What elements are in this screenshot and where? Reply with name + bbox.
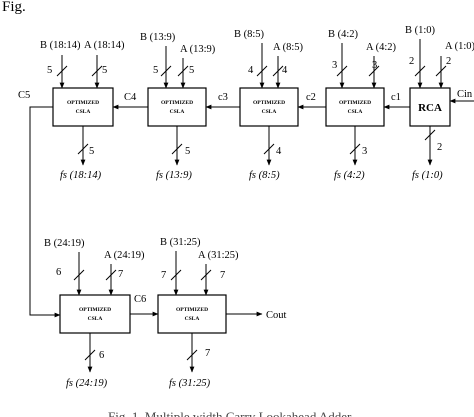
- cla-block-8-5: OPTIMIZED CSLA: [239, 87, 299, 127]
- carry-out-label: Cout: [266, 310, 287, 321]
- bus-width-b-24-19: 6: [56, 267, 61, 278]
- bus-width-out-13-9: 5: [185, 146, 190, 157]
- bus-width-a-1-0: 2: [446, 56, 451, 67]
- cla-block-24-19: OPTIMIZED CSLA: [59, 294, 131, 334]
- svg-text:CSLA: CSLA: [185, 316, 200, 322]
- input-label-b-24-19: B (24:19): [44, 238, 85, 249]
- bus-width-b-4-2: 3: [332, 60, 337, 71]
- cla-block-18-14: OPTIMIZED CSLA: [52, 87, 114, 127]
- bus-width-a-18-14: 5: [102, 65, 107, 76]
- input-label-a-13-9: A (13:9): [180, 44, 216, 55]
- bus-width-out-31-25: 7: [205, 348, 210, 359]
- input-label-b-13-9: B (13:9): [140, 32, 176, 43]
- svg-text:OPTIMIZED: OPTIMIZED: [176, 307, 208, 313]
- figure-caption: Fig. 1. Multiple width Carry Lookahead A…: [108, 409, 352, 417]
- output-label-1-0: fs (1:0): [412, 170, 443, 181]
- output-label-31-25: fs (31:25): [169, 378, 211, 389]
- svg-text:CSLA: CSLA: [262, 109, 277, 115]
- bus-width-a-24-19: 7: [118, 269, 123, 280]
- bus-width-a-4-2: 3: [372, 60, 377, 71]
- cla-block-4-2: OPTIMIZED CSLA: [325, 87, 385, 127]
- svg-text:CSLA: CSLA: [76, 109, 91, 115]
- svg-text:RCA: RCA: [418, 102, 442, 114]
- svg-text:OPTIMIZED: OPTIMIZED: [67, 100, 99, 106]
- bus-width-out-4-2: 3: [362, 146, 367, 157]
- bus-width-b-1-0: 2: [409, 56, 414, 67]
- svg-text:OPTIMIZED: OPTIMIZED: [253, 100, 285, 106]
- input-label-a-4-2: A (4:2): [366, 42, 397, 53]
- bus-width-out-18-14: 5: [89, 146, 94, 157]
- carry-c5-label: C5: [18, 90, 30, 101]
- input-label-a-18-14: A (18:14): [84, 40, 125, 51]
- svg-text:CSLA: CSLA: [170, 109, 185, 115]
- carry-in-label: Cin: [457, 89, 473, 100]
- cla-block-31-25: OPTIMIZED CSLA: [157, 294, 227, 334]
- output-label-24-19: fs (24:19): [66, 378, 108, 389]
- carry-c2-label: c2: [306, 92, 316, 103]
- carry-c4-label: C4: [124, 92, 137, 103]
- carry-c1-label: c1: [391, 92, 401, 103]
- page-top-text: Fig.: [2, 0, 26, 15]
- bus-width-b-18-14: 5: [47, 65, 52, 76]
- input-label-b-4-2: B (4:2): [328, 29, 359, 40]
- bus-width-a-31-25: 7: [220, 270, 225, 281]
- input-label-b-8-5: B (8:5): [234, 29, 265, 40]
- output-label-13-9: fs (13:9): [156, 170, 192, 181]
- svg-text:CSLA: CSLA: [348, 109, 363, 115]
- bus-width-b-13-9: 5: [153, 65, 158, 76]
- svg-text:OPTIMIZED: OPTIMIZED: [161, 100, 193, 106]
- input-label-b-31-25: B (31:25): [160, 237, 201, 248]
- rca-block: RCA: [409, 87, 451, 127]
- carry-c6-label: C6: [134, 294, 146, 305]
- svg-text:CSLA: CSLA: [88, 316, 103, 322]
- bus-width-a-8-5: 4: [282, 65, 288, 76]
- svg-text:OPTIMIZED: OPTIMIZED: [339, 100, 371, 106]
- input-label-a-8-5: A (8:5): [273, 42, 304, 53]
- bus-width-out-8-5: 4: [276, 146, 282, 157]
- input-label-a-24-19: A (24:19): [104, 250, 145, 261]
- bus-width-b-31-25: 7: [161, 270, 166, 281]
- bus-width-b-8-5: 4: [248, 65, 254, 76]
- bus-width-out-1-0: 2: [437, 142, 442, 153]
- svg-text:OPTIMIZED: OPTIMIZED: [79, 307, 111, 313]
- input-label-b-1-0: B (1:0): [405, 25, 436, 36]
- carry-c3-label: c3: [218, 92, 228, 103]
- bus-width-a-13-9: 5: [189, 65, 194, 76]
- input-label-a-31-25: A (31:25): [198, 250, 239, 261]
- output-label-4-2: fs (4:2): [334, 170, 365, 181]
- cla-block-13-9: OPTIMIZED CSLA: [147, 87, 207, 127]
- output-label-18-14: fs (18:14): [60, 170, 102, 181]
- input-label-b-18-14: B (18:14): [40, 40, 81, 51]
- bus-width-out-24-19: 6: [99, 350, 104, 361]
- input-label-a-1-0: A (1:0): [445, 41, 474, 52]
- output-label-8-5: fs (8:5): [249, 170, 280, 181]
